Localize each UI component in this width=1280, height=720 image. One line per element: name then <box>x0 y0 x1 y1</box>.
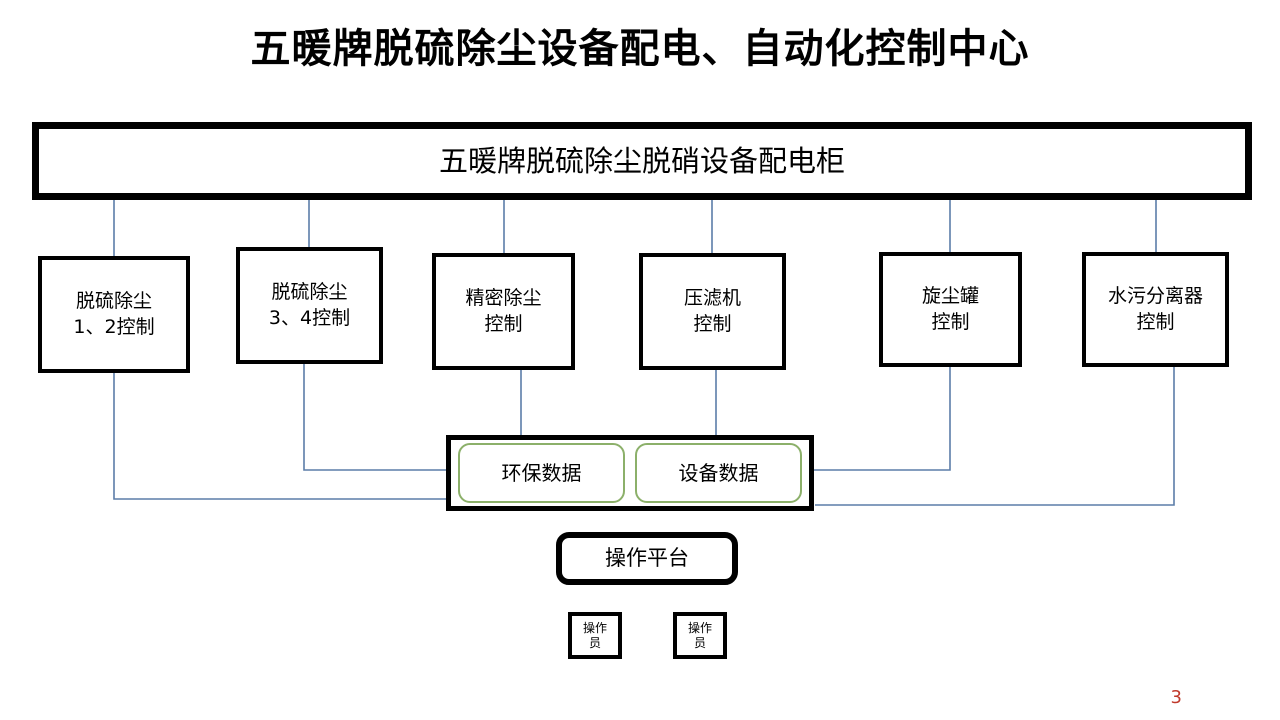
operation-platform-box[interactable]: 操作平台 <box>556 532 738 585</box>
page-number: 3 <box>1170 687 1182 708</box>
control-box-precision-dedusting[interactable]: 精密除尘 控制 <box>432 253 575 370</box>
data-chip-equipment[interactable]: 设备数据 <box>635 443 802 503</box>
data-group-container: 环保数据 设备数据 <box>446 435 814 511</box>
data-chip-environmental[interactable]: 环保数据 <box>458 443 625 503</box>
control-box-desulfurization-dedusting-1-2[interactable]: 脱硫除尘 1、2控制 <box>38 256 190 373</box>
distribution-cabinet-banner[interactable]: 五暖牌脱硫除尘脱硝设备配电柜 <box>32 122 1252 200</box>
operator-box-1[interactable]: 操作 员 <box>568 612 622 659</box>
slide-title: 五暖牌脱硫除尘设备配电、自动化控制中心 <box>250 26 1030 72</box>
control-box-filter-press[interactable]: 压滤机 控制 <box>639 253 786 370</box>
operator-box-2[interactable]: 操作 员 <box>673 612 727 659</box>
control-box-cyclone-dust-tank[interactable]: 旋尘罐 控制 <box>879 252 1022 367</box>
control-box-water-sludge-separator[interactable]: 水污分离器 控制 <box>1082 252 1229 367</box>
control-box-desulfurization-dedusting-3-4[interactable]: 脱硫除尘 3、4控制 <box>236 247 383 364</box>
